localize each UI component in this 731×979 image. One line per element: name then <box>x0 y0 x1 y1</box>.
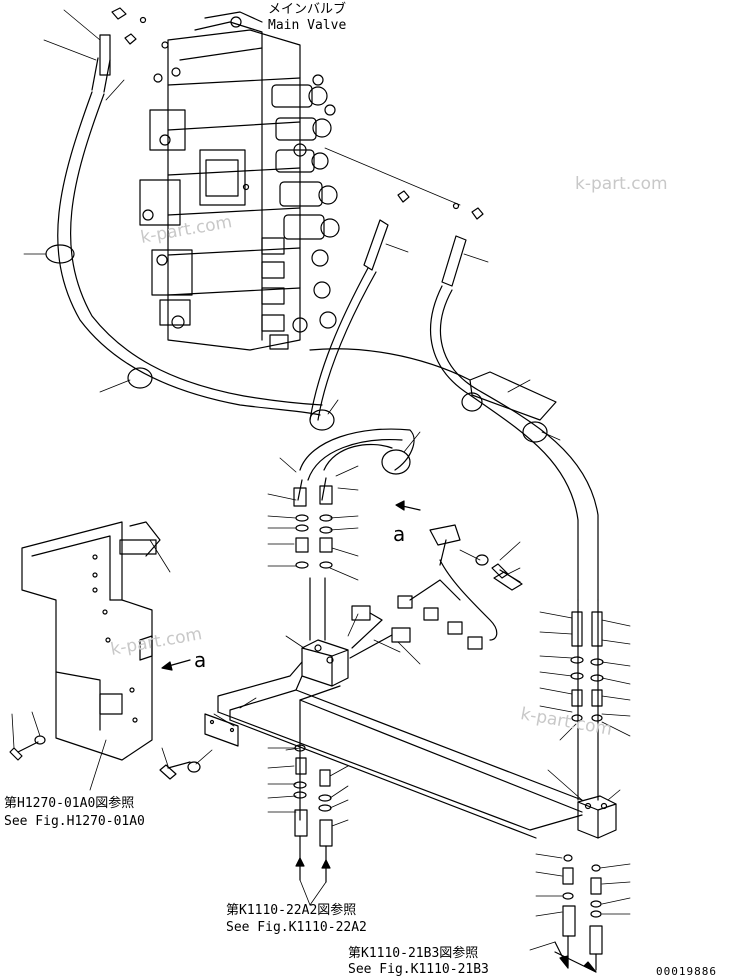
hose-sleeve <box>469 371 557 421</box>
ref-k1110-21b3-jp: 第K1110-21B3図参照 <box>348 946 479 961</box>
ref-h1270-jp: 第H1270-01A0図参照 <box>4 796 135 811</box>
hose-left-long <box>57 34 323 416</box>
note-leaders <box>299 879 556 951</box>
valve-fittings <box>111 7 484 220</box>
junction-block-right <box>577 795 617 839</box>
ref-k1110-22a2-jp: 第K1110-22A2図参照 <box>226 903 357 918</box>
fittings-lower-center <box>293 744 333 861</box>
ref-k1110-22a2-en: See Fig.K1110-22A2 <box>226 920 367 935</box>
reference-arrows <box>161 500 597 973</box>
hose-center <box>309 219 471 421</box>
part-number: 00019886 <box>656 965 717 978</box>
fittings-right-lower <box>562 854 603 971</box>
steel-pipes <box>217 599 599 839</box>
view-a-callout-left: a <box>194 648 207 672</box>
fittings-right-upper <box>570 611 604 722</box>
hose-clamps <box>45 244 548 475</box>
view-a-callout-upper: a <box>393 522 406 546</box>
leader-lines <box>11 9 631 917</box>
ref-k1110-21b3-en: See Fig.K1110-21B3 <box>348 962 489 977</box>
hose-right <box>429 235 599 601</box>
ref-h1270-en: See Fig.H1270-01A0 <box>4 814 145 829</box>
hose-loop-center <box>293 428 415 507</box>
pressure-sensors <box>349 524 523 659</box>
main-valve <box>139 11 340 351</box>
solenoid-stack <box>261 74 340 350</box>
main-valve-label-jp: メインバルブ <box>268 2 347 17</box>
main-valve-label-en: Main Valve <box>268 18 347 33</box>
mounting-bracket <box>21 521 161 761</box>
junction-block-center <box>301 577 349 687</box>
o-rings-center <box>295 514 333 569</box>
watermark-1: k-part.com <box>575 174 668 194</box>
